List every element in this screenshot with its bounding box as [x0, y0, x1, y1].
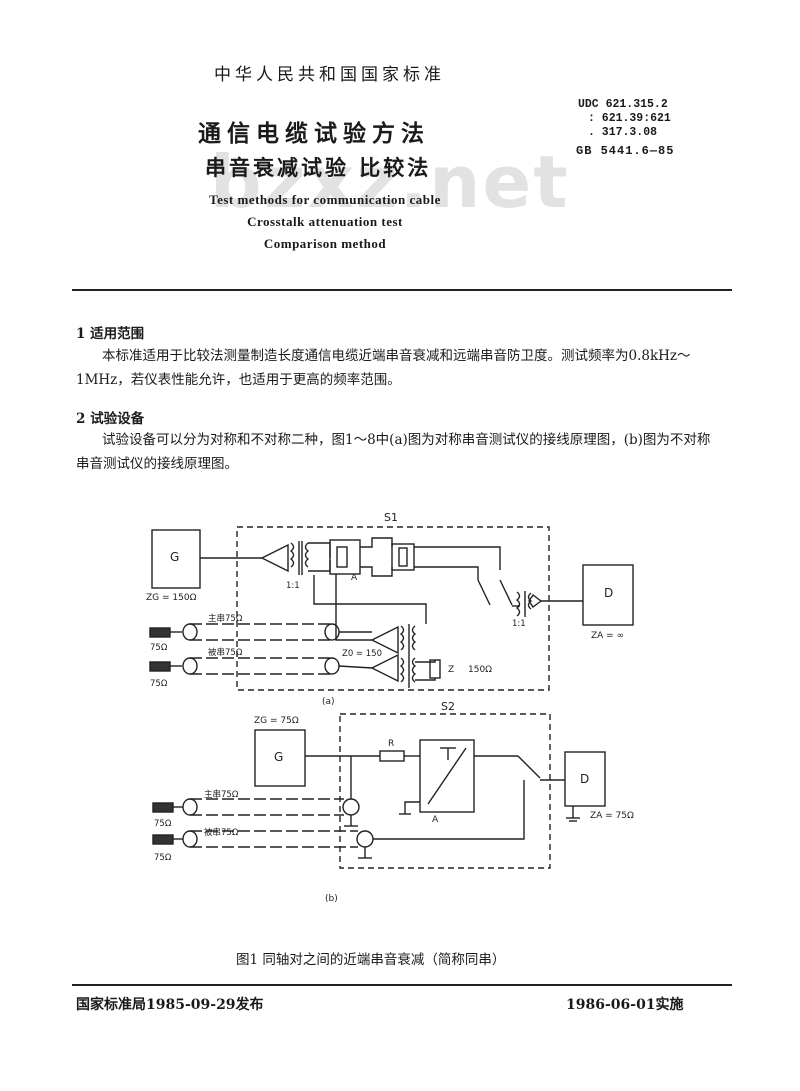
diagram-a: S1 G ZG = 150Ω 1:1 A 1:1 D ZA = ∞ [146, 511, 634, 707]
load-value-a: 150Ω [468, 665, 492, 675]
switch-s2-label: S2 [441, 700, 455, 713]
header-divider [72, 289, 732, 291]
disturbing-pair-b: 主串75Ω [204, 789, 239, 800]
generator-label-b: G [274, 750, 283, 764]
cable-disturbed-a [190, 657, 332, 675]
attenuator-a [336, 546, 348, 568]
generator-label-a: G [170, 550, 179, 564]
termination-a-top [149, 627, 171, 638]
disturbing-pair-a: 主串75Ω [208, 613, 243, 624]
figure-1-schematic: S1 G ZG = 150Ω 1:1 A 1:1 D ZA = ∞ [146, 511, 634, 904]
generator-box-a [151, 529, 201, 589]
cable-disturbing-a [190, 623, 332, 641]
detector-impedance-a: ZA = ∞ [591, 631, 624, 641]
ratio-right-a: 1:1 [512, 619, 526, 629]
ratio-left-a: 1:1 [286, 581, 300, 591]
amplifier-a-1 [260, 543, 289, 573]
switch-s1-label: S1 [384, 511, 398, 524]
termination-b-top [152, 802, 174, 813]
watermark: bzxz.net [210, 140, 570, 224]
panel-label-b: (b) [325, 894, 338, 904]
diagram-b: S2 ZG = 75Ω G R A D ZA = 75Ω 75Ω 主串7 [152, 700, 634, 904]
termination-a-top-label: 75Ω [150, 643, 168, 653]
termination-a-bottom-label: 75Ω [150, 679, 168, 689]
transformer-a-1 [289, 542, 295, 568]
english-title-line-2: Crosstalk attenuation test [247, 214, 403, 229]
cable-disturbed-b [190, 830, 358, 848]
detector-label-a: D [604, 586, 613, 600]
detector-label-b: D [580, 772, 589, 786]
disturbed-pair-b: 被串75Ω [204, 827, 239, 838]
transformer-a-out [515, 591, 521, 617]
switch-blade-b [517, 755, 541, 779]
switch-blade-a-2 [499, 579, 513, 606]
switch-box-s1 [236, 526, 550, 691]
section-2-heading: 2 试验设备 [76, 411, 145, 427]
udc-code-line-2: : 621.39:621 [588, 112, 671, 125]
english-title-line-1: Test methods for communication cable [209, 192, 441, 207]
termination-b-bottom [152, 834, 174, 845]
generator-impedance-a: ZG = 150Ω [146, 593, 197, 603]
detector-box-b [564, 751, 606, 807]
resistor-b [379, 750, 405, 762]
section-2-body: 试验设备可以分为对称和不对称二种，图1～8中(a)图为对称串音测试仪的接线原理图… [76, 432, 711, 472]
document-subtitle: 串音衰减试验 比较法 [205, 155, 432, 180]
effective-date: 1986-06-01实施 [566, 997, 684, 1013]
english-title-line-3: Comparison method [263, 236, 387, 251]
detector-box-a [582, 564, 634, 626]
switch-blade-a-1 [477, 579, 491, 606]
standard-org-header: 中华人民共和国国家标准 [214, 65, 445, 85]
attenuator-label-a: A [351, 573, 358, 583]
switch-box-s2 [339, 713, 551, 869]
bridge-impedance-a: Z0 = 150 [342, 649, 382, 659]
resistor-label-b: R [388, 739, 394, 749]
attenuator-box-b [419, 739, 475, 813]
issued-date: 国家标准局1985-09-29发布 [76, 997, 264, 1013]
disturbed-pair-a: 被串75Ω [208, 647, 243, 658]
udc-code-line-1: UDC 621.315.2 [578, 98, 668, 111]
generator-impedance-b: ZG = 75Ω [254, 716, 299, 726]
footer-divider [72, 984, 732, 986]
termination-b-top-label: 75Ω [154, 819, 172, 829]
termination-b-bottom-label: 75Ω [154, 853, 172, 863]
cable-disturbing-b [190, 798, 344, 816]
document-title: 通信电缆试验方法 [198, 120, 430, 147]
panel-label-a: (a) [322, 697, 335, 707]
figure-caption: 图1 同轴对之间的近端串音衰减（简称同串） [236, 952, 506, 968]
detector-impedance-b: ZA = 75Ω [590, 811, 634, 821]
attenuator-label-b: A [432, 815, 439, 825]
termination-a-bottom [149, 661, 171, 672]
gb-number: GB 5441.6—85 [576, 144, 675, 158]
section-1-heading: 1 适用范围 [76, 326, 145, 342]
section-1-body: 本标准适用于比较法测量制造长度通信电缆近端串音衰减和远端串音防卫度。测试频率为0… [76, 348, 691, 388]
load-label-a: Z [448, 665, 454, 675]
udc-code-line-3: . 317.3.08 [588, 126, 658, 139]
generator-box-b [254, 729, 306, 787]
